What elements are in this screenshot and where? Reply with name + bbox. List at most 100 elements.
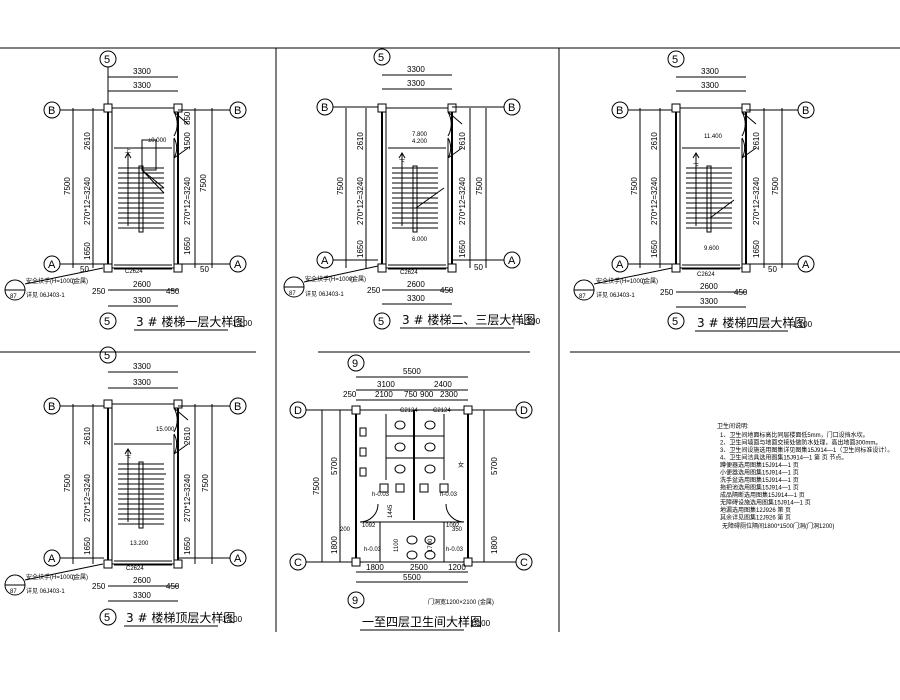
- axis-label-5: 5: [672, 54, 678, 66]
- dimension-label: 3300: [133, 81, 151, 90]
- dimension-label: 2610: [458, 132, 467, 150]
- dimension-label: 1800: [366, 563, 384, 572]
- dimension-label: 3300: [407, 294, 425, 303]
- dimension-label: h-0.03: [446, 547, 464, 553]
- note-line: 其余详见图集12J926 第 页: [720, 514, 791, 522]
- railing-note-p4: 87 安全扶手(H=1000) (金属) 详见 06J403-1: [4, 563, 104, 596]
- dimension-label: h-0.03: [440, 492, 458, 498]
- stair-up-label: 上: [125, 147, 131, 155]
- axis-label-c: C: [520, 557, 528, 569]
- railing-note-p2: 87 安全扶手(H=1000) (金属) 详见 06J403-1: [283, 265, 379, 298]
- title-toilet: 一至四层卫生间大样图: [362, 614, 482, 629]
- notes-heading: 卫生间说明:: [717, 422, 749, 430]
- dimension-label: h-0.03: [372, 492, 390, 498]
- dimension-label: 270*12=3240: [650, 177, 659, 225]
- dimension-label: 3100: [377, 380, 395, 389]
- note-line: 小便器选用图集15J914—1 页: [720, 469, 799, 477]
- note-line: 3、卫生间设施选用图集详见图集15J914—1（卫生间标准设计）。: [720, 446, 893, 454]
- title-stair-floor-4: 3 # 楼梯四层大样图: [697, 315, 806, 330]
- dimension-label: 1100: [394, 538, 400, 552]
- dimension-label: 2610: [650, 132, 659, 150]
- axis-label-a: A: [48, 259, 56, 271]
- female-label: 女: [458, 461, 464, 469]
- axis-label-b: B: [48, 105, 55, 117]
- scale-label: 1:100: [222, 615, 243, 624]
- title-stair-floor-2-3: 3 # 楼梯二、三层大样图: [402, 312, 535, 327]
- dimension-label: 87: [10, 294, 17, 300]
- dimension-label: 50: [200, 265, 209, 274]
- dimension-label: 7500: [63, 474, 72, 492]
- door-note: 门洞宽1200×2100 (金属): [428, 598, 494, 606]
- dimension-label: 2600: [700, 282, 718, 291]
- dimension-label: 2300: [440, 390, 458, 399]
- panel-toilet-plan: 女 1092 1092 h-0.03 h-0.03 h-0.03 h-0.03 …: [340, 405, 473, 567]
- dimension-label: 1700: [428, 538, 434, 552]
- dimension-label: 2600: [133, 576, 151, 585]
- elevation-label: 7.800: [412, 132, 428, 138]
- axis-label-b: B: [616, 105, 623, 117]
- dimension-label: 7500: [475, 177, 484, 195]
- dimension-label: C2124: [433, 408, 451, 414]
- dimension-label: 7500: [336, 177, 345, 195]
- dimension-label: 450: [166, 287, 180, 296]
- note-line: 地漏选用图集12J926 第 页: [720, 506, 791, 514]
- note-line: 蹲便器选用图集15J914—1 页: [720, 461, 799, 469]
- axis-label-d: D: [294, 405, 302, 417]
- dimension-label: 3300: [700, 297, 718, 306]
- note-line: 1、卫生间地面标高比同层楼面低5mm，门口设挡水坎。: [720, 431, 869, 439]
- axis-bubbles: 5 B B A A 5 5 B B A A 5 5 B B A A 5 5 B …: [43, 48, 815, 626]
- dimension-label: 250: [92, 582, 106, 591]
- axis-label-b: B: [234, 105, 241, 117]
- dimension-label: 1092: [362, 523, 376, 529]
- dimension-label: 5700: [330, 457, 339, 475]
- dimension-label: 87: [289, 291, 296, 297]
- stair-down-label: 下: [693, 163, 699, 170]
- dimension-label: 5700: [490, 457, 499, 475]
- axis-label-5: 5: [104, 612, 110, 624]
- window-label: C2624: [125, 269, 143, 275]
- notes-footer: 无障碍厕位隔间1800*1500门洞(门洞1200): [722, 522, 834, 530]
- dimension-label: 1650: [458, 240, 467, 258]
- dimension-label: 1650: [356, 240, 365, 258]
- dimension-label: 2500: [410, 563, 428, 572]
- dimension-label: 5500: [403, 367, 421, 376]
- axis-label-c: C: [294, 557, 302, 569]
- dimension-label: 2600: [133, 280, 151, 289]
- dimension-label: 1650: [183, 537, 192, 555]
- axis-label-a: A: [234, 259, 242, 271]
- dimension-label: 87: [10, 589, 17, 595]
- title-stair-top-floor: 3 # 楼梯顶层大样图: [126, 610, 235, 625]
- elevation-label: 9.600: [704, 246, 720, 252]
- toilet-notes: 卫生间说明: 1、卫生间地面标高比同层楼面低5mm，门口设挡水坎。2、卫生间墙面…: [717, 422, 893, 530]
- dimension-label: C2624: [400, 270, 418, 276]
- axis-label-b: B: [48, 401, 55, 413]
- dimension-label: 详见 06J403-1: [305, 290, 344, 298]
- dimension-label: 270*12=3240: [752, 177, 761, 225]
- dimension-label: 850: [183, 111, 192, 125]
- dimension-label: 安全扶手(H=1000): [596, 277, 645, 285]
- dimension-label: 2610: [752, 132, 761, 150]
- panel-stair-top-floor: 15.000 13.200 下: [103, 399, 189, 569]
- elevation-label: ±0.000: [148, 138, 167, 144]
- dimension-label: 250: [343, 390, 357, 399]
- dimension-label: 1650: [83, 242, 92, 260]
- axis-label-9: 9: [352, 358, 358, 370]
- dimension-label: (金属): [642, 277, 658, 285]
- panel-toilet-dimensions: 5500 3100 2400 250 2100 750 900 2300 750…: [312, 367, 499, 606]
- axis-label-5: 5: [378, 52, 384, 64]
- dimension-label: 1650: [650, 240, 659, 258]
- dimension-label: 1445: [388, 504, 394, 518]
- dimension-label: C2124: [400, 408, 418, 414]
- scale-label: 1:100: [520, 317, 541, 326]
- axis-label-a: A: [616, 259, 624, 271]
- axis-label-d: D: [520, 405, 528, 417]
- note-line: 2、卫生间墙面与地面交接处做防水处理，高出地面300mm。: [720, 439, 881, 447]
- dimension-label: 2610: [356, 132, 365, 150]
- dimension-label: 1200: [448, 563, 466, 572]
- dimension-label: C2624: [697, 272, 715, 278]
- dimension-label: 详见 06J403-1: [26, 291, 65, 299]
